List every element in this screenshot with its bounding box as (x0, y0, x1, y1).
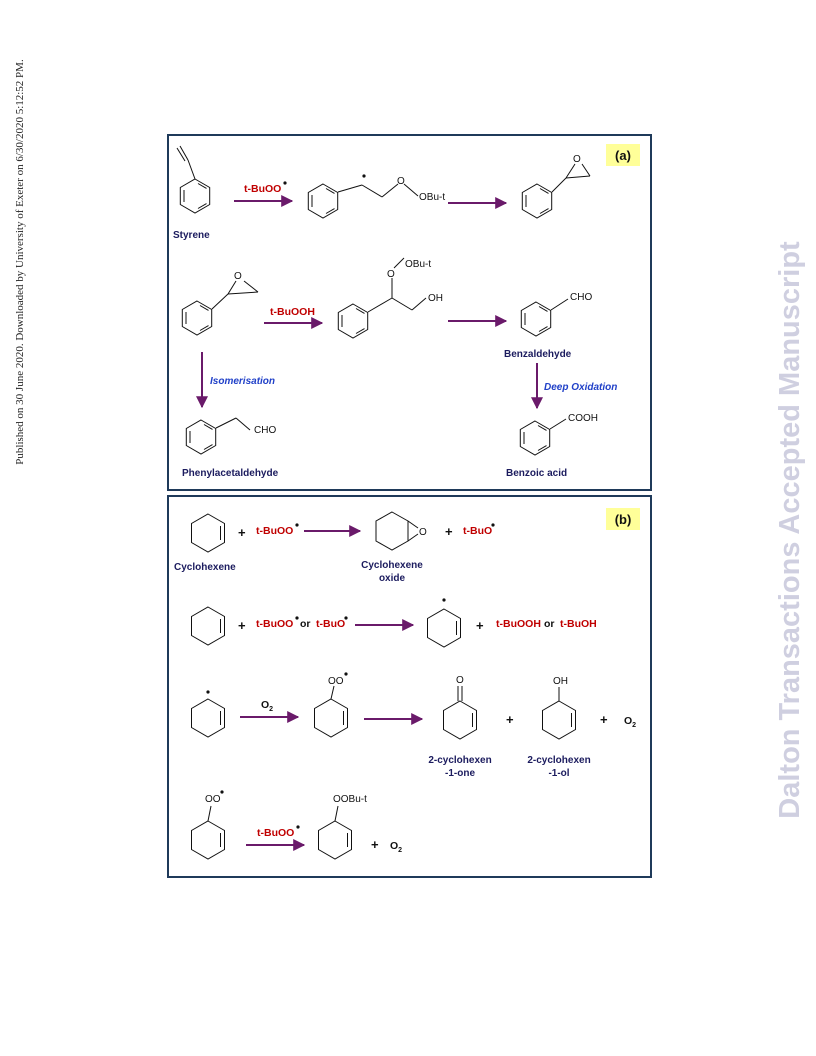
cyclohexene-ring-row2 (191, 606, 225, 646)
panel-a-badge (606, 144, 640, 166)
cyclohexene-ring (191, 513, 225, 553)
o2-product-label-row4: O2 (390, 840, 402, 854)
plus-sign: + (476, 618, 484, 633)
cyclohexenone-label-1: 2-cyclohexen (428, 755, 491, 766)
epoxide-oxygen-label-b: O (419, 527, 427, 538)
cyclohexenol-ring (542, 700, 576, 740)
radical-dot (442, 598, 446, 602)
reagent-tbuo-radical-b2: t-BuO (316, 618, 345, 630)
oxygen-label: O (397, 176, 405, 187)
cyclohexenone-label-2: -1-one (445, 768, 475, 779)
reagent-tbuooh-b: t-BuOOH (496, 618, 541, 630)
ketone-oxygen-label: O (456, 675, 464, 686)
panel-a-frame (167, 134, 652, 491)
cooh-label: COOH (568, 413, 598, 424)
epoxide-oxygen-label: O (573, 154, 581, 165)
cyclohexenol-label-2: -1-ol (548, 768, 569, 779)
panel-b-frame (167, 495, 652, 878)
panel-b: (b) Cyclohexene + t-BuOO O + t-BuO Cyclo… (167, 495, 652, 878)
peroxy-radical-ring (314, 698, 348, 738)
benzaldehyde-molecule (520, 298, 569, 337)
reagent-tbuoh: t-BuOH (560, 618, 597, 630)
or-label: or (300, 618, 311, 630)
radical-dot (295, 616, 299, 620)
styrene-oxide-molecule-row2 (181, 280, 259, 336)
o2-label: O2 (261, 699, 273, 713)
panel-a-tag: (a) (615, 148, 631, 163)
panel-b-badge (606, 508, 640, 530)
panel-b-tag: (b) (615, 512, 632, 527)
oo-label: OO (328, 676, 344, 687)
radical-dot (206, 690, 210, 694)
cho-label-row3: CHO (254, 425, 276, 436)
radical-dot (283, 181, 287, 185)
phenylacetaldehyde-label: Phenylacetaldehyde (182, 468, 279, 479)
reagent-tbuo-radical: t-BuO (463, 525, 492, 537)
radical-dot (296, 825, 300, 829)
panel-a: (a) Styrene t-BuOO O OBu-t (167, 134, 652, 491)
hydroxyl-label-b: OH (553, 676, 568, 687)
epoxide-oxygen-label-row2: O (234, 271, 242, 282)
benzoic-acid-molecule (519, 418, 567, 456)
oo-label-row4: OO (205, 794, 221, 805)
obut-label-row2: OBu-t (405, 259, 431, 270)
or-label: or (544, 618, 555, 630)
radical-dot (220, 790, 224, 794)
reagent-tbuoo-radical-b1: t-BuOO (256, 525, 293, 537)
hydroxyl-label: OH (428, 293, 443, 304)
plus-sign: + (371, 837, 379, 852)
oobut-label: OOBu-t (333, 794, 367, 805)
plus-sign: + (600, 712, 608, 727)
plus-sign: + (238, 525, 246, 540)
cyclohexene-oxide-label-2: oxide (379, 573, 406, 584)
styrene-molecule (176, 145, 211, 214)
obut-label: OBu-t (419, 192, 445, 203)
radical-dot (491, 523, 495, 527)
reagent-tbuooh: t-BuOOH (270, 306, 315, 318)
reagent-tbuoo-radical: t-BuOO (244, 183, 281, 195)
cyclohexene-oxide-label-1: Cyclohexene (361, 560, 423, 571)
o2-product-label: O2 (624, 715, 636, 729)
cyclohexenyl-radical-ring-row3 (191, 698, 225, 738)
cyclohexene-label: Cyclohexene (174, 562, 236, 573)
plus-sign: + (238, 618, 246, 633)
peroxide-product-ring (318, 820, 352, 860)
deep-oxidation-label: Deep Oxidation (544, 382, 617, 393)
ether-oxygen-label: O (387, 269, 395, 280)
reagent-tbuoo-radical-b4: t-BuOO (257, 827, 294, 839)
isomerisation-label: Isomerisation (210, 376, 275, 387)
radical-dot (295, 523, 299, 527)
benzaldehyde-label: Benzaldehyde (504, 349, 572, 360)
styrene-oxide-molecule (521, 163, 591, 219)
peroxy-radical-ring-row4 (191, 820, 225, 860)
cyclohexenyl-radical-ring (427, 608, 461, 648)
cho-label: CHO (570, 292, 592, 303)
plus-sign: + (445, 524, 453, 539)
radical-dot (344, 616, 348, 620)
styrene-label: Styrene (173, 230, 210, 241)
reagent-tbuoo-radical-b2: t-BuOO (256, 618, 293, 630)
plus-sign: + (506, 712, 514, 727)
peroxy-radical-intermediate (307, 174, 419, 219)
radical-dot (344, 672, 348, 676)
cyclohexenone-ring (443, 700, 477, 740)
hydroxy-peroxide-molecule (337, 257, 427, 339)
cyclohexene-oxide-molecule (375, 511, 419, 551)
benzoic-acid-label: Benzoic acid (506, 468, 567, 479)
cyclohexenol-label-1: 2-cyclohexen (527, 755, 590, 766)
phenylacetaldehyde-molecule (185, 417, 251, 455)
